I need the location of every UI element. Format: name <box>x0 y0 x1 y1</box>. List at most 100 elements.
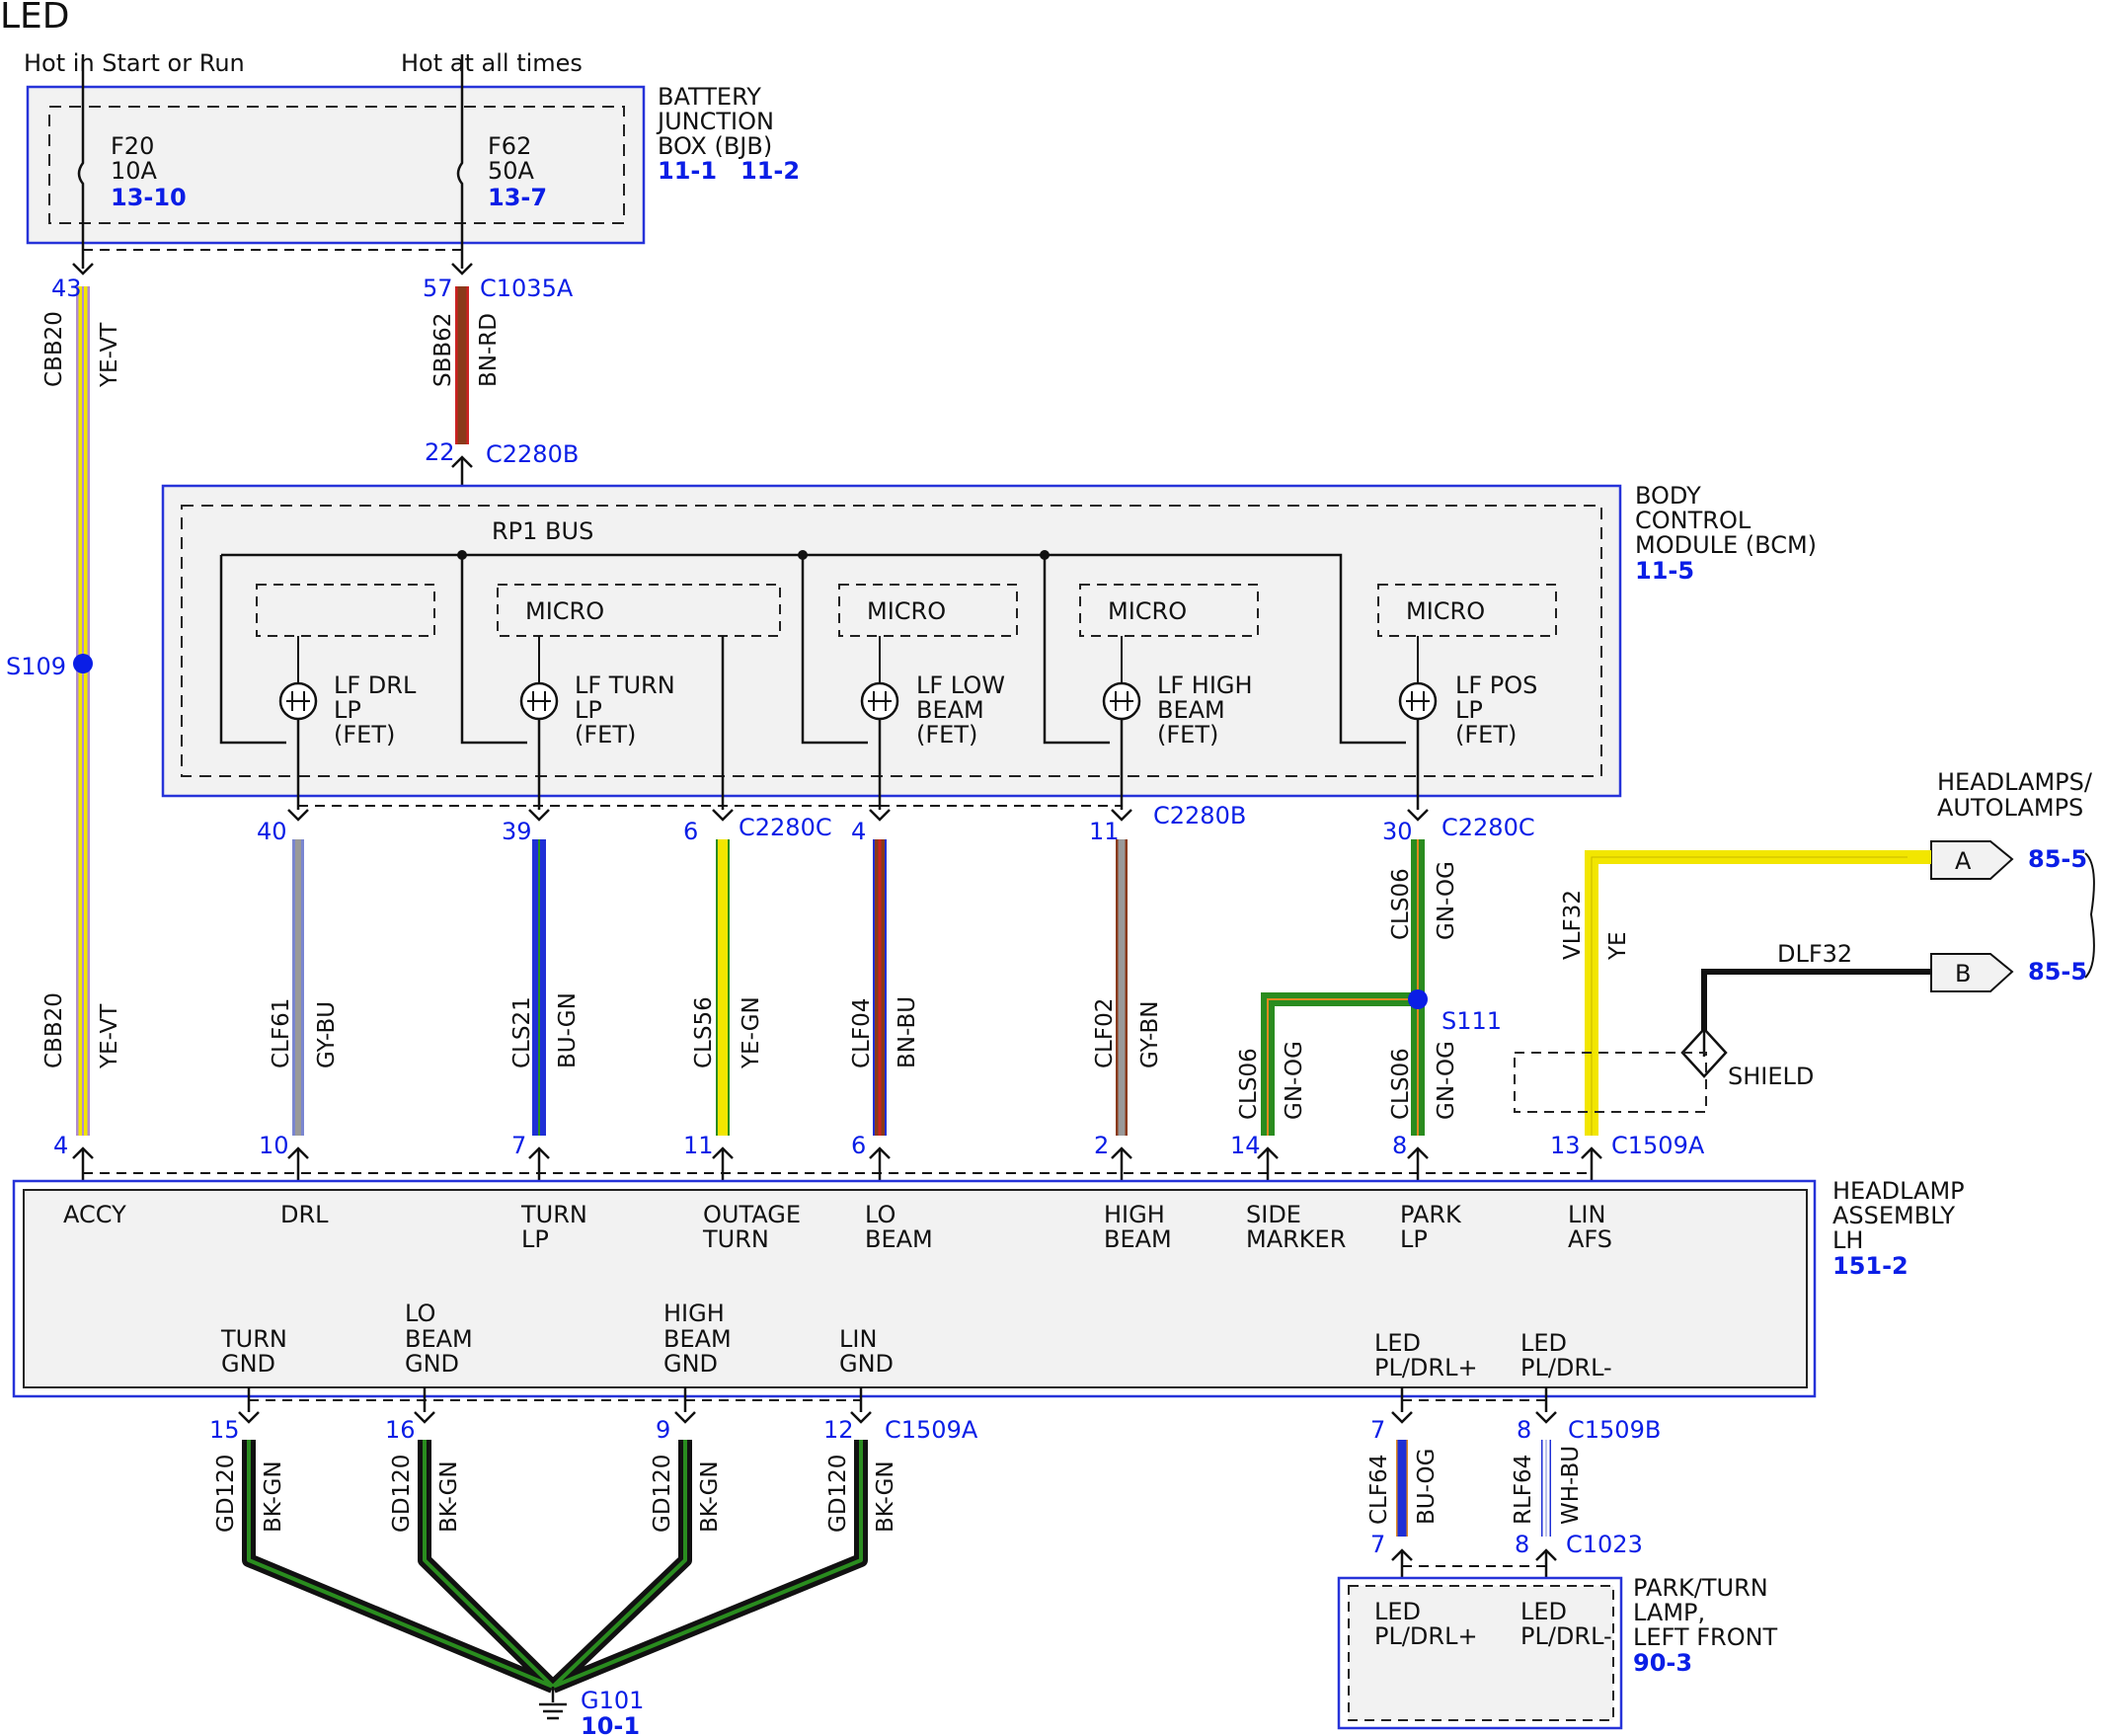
bcm-ref[interactable]: 11-5 <box>1635 557 1694 585</box>
hl-pin-turn-gnd-2: GND <box>221 1350 275 1378</box>
lamp-label-3: LEFT FRONT <box>1633 1623 1778 1651</box>
offpage-a-ref[interactable]: 85-5 <box>2028 845 2087 873</box>
offpage-connector-a[interactable] <box>1908 840 2014 880</box>
fet-lf-low-label-3: (FET) <box>916 721 977 749</box>
connector-c1035a[interactable]: C1035A <box>480 275 574 302</box>
pin-bcm-22: 22 <box>425 438 455 466</box>
headlamps-label-2: AUTOLAMPS <box>1937 794 2083 822</box>
headlamp-inner <box>23 1189 1808 1388</box>
connector-c2280b-top[interactable]: C2280B <box>486 440 579 468</box>
hl-pin-lin-gnd-1: LIN <box>839 1325 877 1353</box>
offpage-connector-b[interactable] <box>1908 953 2014 992</box>
fet-lf-turn-label-1: LF TURN <box>575 671 675 699</box>
body-control-module: BODY CONTROL MODULE (BCM) 11-5 RP1 BUS M… <box>161 482 1817 810</box>
wire-dlf32-circuit: DLF32 <box>1777 940 1852 968</box>
wire-vlf32-circuit: VLF32 <box>1560 890 1586 960</box>
headlamp-assembly: HEADLAMP ASSEMBLY LH 151-2 ACCY DRL TURN… <box>12 1177 1965 1398</box>
fet-lf-drl-label-2: LP <box>334 696 361 724</box>
wire-cls06-color-top: GN-OG <box>1434 861 1459 940</box>
park-turn-lamp: LED PL/DRL+ LED PL/DRL- PARK/TURN LAMP, … <box>1337 1574 1778 1730</box>
lamp-ref[interactable]: 90-3 <box>1633 1649 1692 1677</box>
bjb-ref-2[interactable]: 11-2 <box>740 157 800 185</box>
bjb-inner-outline <box>48 106 625 224</box>
wire-clf04-circuit: CLF04 <box>849 998 875 1068</box>
wire-sbb62-circuit: SBB62 <box>430 313 456 387</box>
wire-dlf32 <box>1514 969 1908 1113</box>
hl-pin-outage-1: OUTAGE <box>703 1201 801 1228</box>
pin-bjb-57: 57 <box>423 275 453 302</box>
wire-gd120-color-2: BK-GN <box>436 1460 462 1533</box>
wire-sbb62-color: BN-RD <box>476 313 502 387</box>
shield-label: SHIELD <box>1728 1063 1814 1090</box>
lamp-pin-pos-2: PL/DRL+ <box>1374 1622 1478 1650</box>
pin-bcm-11: 11 <box>1089 818 1120 845</box>
headlamp-label-2: ASSEMBLY <box>1832 1202 1955 1229</box>
hl-pin-high-beam-1: HIGH <box>1104 1201 1165 1228</box>
pin-bcm-39: 39 <box>502 818 532 845</box>
offpage-a-letter: A <box>1955 847 1972 875</box>
headlamp-ref[interactable]: 151-2 <box>1832 1252 1908 1280</box>
wire-cls21 <box>527 808 551 1160</box>
micro-label-4: MICRO <box>1108 597 1187 625</box>
wire-cls06-color-side: GN-OG <box>1282 1041 1307 1120</box>
wire-cls06-circuit-side: CLS06 <box>1236 1048 1262 1120</box>
wire-clf04 <box>868 808 892 1160</box>
hl-pin-led-pos-1: LED <box>1374 1329 1421 1357</box>
connector-c2280b-right[interactable]: C2280B <box>1153 802 1246 829</box>
connector-c1509b[interactable]: C1509B <box>1568 1416 1661 1444</box>
connector-c2280c-left[interactable]: C2280C <box>739 814 832 841</box>
bcm-inner-outline <box>181 505 1602 777</box>
connector-c1023[interactable]: C1023 <box>1566 1531 1643 1558</box>
hl-pin-lin-afs-1: LIN <box>1568 1201 1605 1228</box>
fet-lf-drl-label-1: LF DRL <box>334 671 417 699</box>
pin-hl-10: 10 <box>259 1132 289 1159</box>
wire-gd120-bundle <box>237 1387 873 1720</box>
fuse-f62-ref[interactable]: 13-7 <box>488 184 547 211</box>
connector-c2280c-right[interactable]: C2280C <box>1441 814 1535 841</box>
ground-icon <box>539 1702 567 1720</box>
micro-box-1 <box>256 584 435 637</box>
pin-hl-7: 7 <box>511 1132 526 1159</box>
pin-hl-13: 13 <box>1550 1132 1581 1159</box>
hl-pin-side-marker-2: MARKER <box>1246 1225 1346 1253</box>
wire-cls56-color: YE-GN <box>739 996 764 1069</box>
pin-hl-8: 8 <box>1392 1132 1407 1159</box>
wire-vlf32-color: YE <box>1605 931 1631 961</box>
shield-box <box>1514 1052 1707 1113</box>
wire-cls21-color: BU-GN <box>555 992 581 1068</box>
hl-pin-led-neg-1: LED <box>1520 1329 1567 1357</box>
fet-lf-low-label-2: BEAM <box>916 696 984 724</box>
splice-s109[interactable] <box>73 654 93 673</box>
wire-gd120-color-1: BK-GN <box>261 1460 286 1533</box>
fet-lf-pos-label-1: LF POS <box>1455 671 1537 699</box>
wire-cls06 <box>1256 808 1430 1160</box>
headlamp-label-1: HEADLAMP <box>1832 1177 1965 1205</box>
fet-lf-drl-label-3: (FET) <box>334 721 395 749</box>
connector-c1509a-bottom[interactable]: C1509A <box>885 1416 978 1444</box>
fuse-f20-ref[interactable]: 13-10 <box>111 184 187 211</box>
wire-clf02 <box>1110 808 1133 1160</box>
hl-pin-led-pos-2: PL/DRL+ <box>1374 1354 1478 1381</box>
ground-ref[interactable]: 10-1 <box>581 1712 640 1736</box>
fet-lf-pos-label-3: (FET) <box>1455 721 1517 749</box>
fet-lf-low-beam <box>860 636 899 810</box>
micro-label-3: MICRO <box>867 597 946 625</box>
hl-pin-high-beam-2: BEAM <box>1104 1225 1172 1253</box>
wire-clf02-circuit: CLF02 <box>1092 998 1118 1068</box>
fet-lf-high-label-2: BEAM <box>1157 696 1225 724</box>
bjb-label-line2: JUNCTION <box>656 108 774 135</box>
splice-s111[interactable] <box>1408 989 1428 1009</box>
fuse-f20-symbol <box>77 87 85 269</box>
pin-hl-15: 15 <box>209 1416 240 1444</box>
connector-c1509a-top[interactable]: C1509A <box>1611 1132 1705 1159</box>
wire-gd120-color-4: BK-GN <box>873 1460 898 1533</box>
bcm-label-line3: MODULE (BCM) <box>1635 531 1817 559</box>
lamp-label-1: PARK/TURN <box>1633 1574 1768 1602</box>
offpage-b-ref[interactable]: 85-5 <box>2028 958 2087 986</box>
hl-pin-accy: ACCY <box>63 1201 126 1228</box>
hl-pin-high-gnd-1: HIGH <box>663 1300 725 1327</box>
bjb-label-line3: BOX (BJB) <box>658 132 772 160</box>
fet-lf-high-label-1: LF HIGH <box>1157 671 1253 699</box>
bjb-ref-1[interactable]: 11-1 <box>658 157 717 185</box>
